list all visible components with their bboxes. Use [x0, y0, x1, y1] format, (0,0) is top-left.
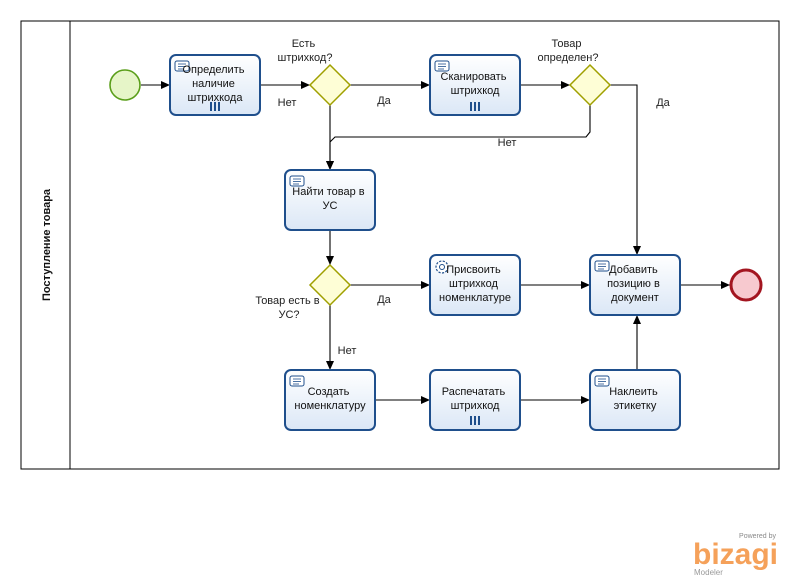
task-label-line: номенклатуре: [439, 292, 511, 304]
svg-text:Товар определен?: Товар определен?: [538, 38, 599, 64]
task-scan-barcode[interactable]: Сканировать штрихкод: [429, 54, 521, 116]
flow-labels: Нет Да Да Нет Да Нет: [278, 95, 671, 357]
task-create-item[interactable]: Создать номенклатуру: [284, 369, 376, 431]
task-label-line: номенклатуру: [294, 400, 366, 412]
task-label-line: Добавить: [609, 264, 658, 276]
svg-text:Присвоить штрихкод: Присвоить штрихкод номенклатуре: [439, 264, 511, 304]
flow-label-g3-yes: Да: [377, 294, 391, 306]
product-name: Modeler: [694, 568, 723, 577]
task-label-line: УС: [323, 200, 338, 212]
svg-text:Товар есть в УС?: Товар есть в УС?: [255, 295, 322, 321]
gateway-label-line: Товар есть в: [255, 295, 319, 307]
user-task-icon: [594, 375, 610, 387]
task-label-line: Сканировать: [441, 71, 507, 83]
task-label-line: штрихкод: [451, 85, 500, 97]
svg-text:Добавить позицию в: Добавить позицию в документ: [607, 264, 663, 304]
flow-g2-to-t5: [610, 84, 641, 255]
gateway-label-line: Товар: [552, 38, 582, 50]
gateway-has-barcode[interactable]: Есть штрихкод?: [278, 38, 352, 107]
task-label-line: наличие: [192, 78, 235, 90]
gateway-label-line: Есть: [292, 38, 316, 50]
service-task-icon: [435, 260, 449, 274]
task-label-line: документ: [611, 292, 659, 304]
multi-instance-icon: [470, 416, 480, 425]
end-event[interactable]: [729, 268, 763, 302]
task-label-line: позицию в: [607, 278, 660, 290]
user-task-icon: [594, 260, 610, 272]
task-label-line: Распечатать: [442, 386, 506, 398]
gateway-label-line: УС?: [278, 309, 299, 321]
svg-text:Создать номенклатуру: Создать номенклатуру: [294, 386, 366, 412]
task-label-line: Найти товар в: [292, 186, 364, 198]
task-find-product[interactable]: Найти товар в УС: [284, 169, 376, 231]
task-label-line: Присвоить: [446, 264, 501, 276]
flow-label-g1-yes: Да: [377, 95, 391, 107]
svg-text:Наклеить этикетку: Наклеить этикетку: [609, 386, 661, 412]
start-event[interactable]: [109, 69, 141, 101]
svg-text:Распечатать штрихкод: Распечатать штрихкод: [442, 386, 509, 412]
task-label-line: Создать: [308, 386, 350, 398]
user-task-icon: [289, 375, 305, 387]
svg-text:Определить наличие: Определить наличие штрихкода: [182, 64, 247, 104]
task-label-line: штрихкода: [188, 92, 244, 104]
task-apply-label[interactable]: Наклеить этикетку: [589, 369, 681, 431]
powered-by-text: Powered by: [739, 533, 776, 540]
gateway-product-in-system[interactable]: Товар есть в УС?: [255, 263, 352, 321]
flow-label-g2-yes: Да: [656, 97, 670, 109]
task-label-line: этикетку: [614, 400, 657, 412]
bizagi-logo: Powered by bizagi Modeler: [693, 533, 778, 577]
svg-text:Есть штрихкод?: Есть штрихкод?: [278, 38, 333, 64]
task-label-line: штрихкод: [451, 400, 500, 412]
user-task-icon: [434, 60, 450, 72]
gateway-label-line: определен?: [538, 52, 599, 64]
lane-label: Поступление товара: [41, 188, 53, 301]
task-label-line: штрихкод: [449, 278, 498, 290]
multi-instance-icon: [470, 102, 480, 111]
flow-label-g1-no: Нет: [278, 97, 297, 109]
task-label-line: Определить: [182, 64, 244, 76]
sequence-flows: [141, 81, 730, 404]
brand-name: bizagi: [693, 538, 778, 571]
task-determine-barcode[interactable]: Определить наличие штрихкода: [169, 54, 261, 116]
svg-text:Найти товар в УС: Найти товар в УС: [292, 186, 367, 212]
gateway-label-line: штрихкод?: [278, 52, 333, 64]
svg-text:Сканировать штрихкод: Сканировать штрихкод: [441, 71, 510, 97]
flow-label-g3-no: Нет: [338, 345, 357, 357]
task-add-position[interactable]: Добавить позицию в документ: [589, 254, 681, 316]
task-label-line: Наклеить: [609, 386, 658, 398]
gateway-product-identified[interactable]: Товар определен?: [538, 38, 612, 107]
task-print-barcode[interactable]: Распечатать штрихкод: [429, 369, 521, 431]
flow-label-g2-no: Нет: [498, 137, 517, 149]
task-assign-barcode[interactable]: Присвоить штрихкод номенклатуре: [429, 254, 521, 316]
user-task-icon: [289, 175, 305, 187]
